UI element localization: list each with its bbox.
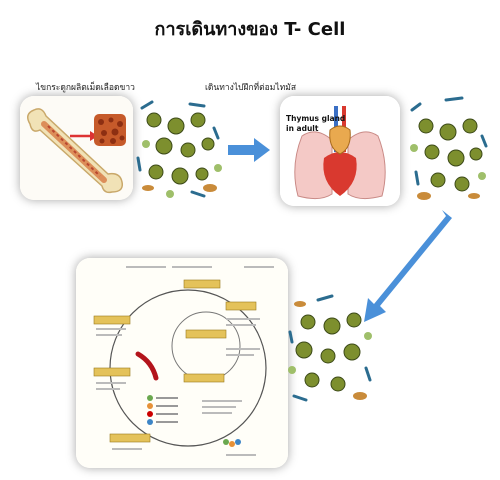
step-label-bone-marrow: ไขกระดูกผลิตเม็ดเลือดขาว bbox=[36, 83, 135, 93]
wound-healing-figure bbox=[76, 258, 288, 468]
thymus-label-line1: Thymus gland bbox=[286, 114, 346, 123]
thymus-label-line2: in adult bbox=[286, 124, 319, 133]
page-title: การเดินทางของ T- Cell bbox=[154, 19, 346, 40]
bone-marrow-image bbox=[20, 96, 133, 200]
thymus-image: Thymus gland in adult bbox=[280, 96, 400, 206]
blood-cells-cluster bbox=[288, 294, 372, 402]
arrow-down-left-icon bbox=[364, 210, 452, 322]
arrow-right-icon bbox=[228, 138, 270, 162]
blood-cells-cluster bbox=[136, 100, 222, 198]
blood-cells-cluster bbox=[410, 96, 488, 200]
step-label-thymus: เดินทางไปฝึกที่ต่อมไทมัส bbox=[205, 83, 297, 93]
